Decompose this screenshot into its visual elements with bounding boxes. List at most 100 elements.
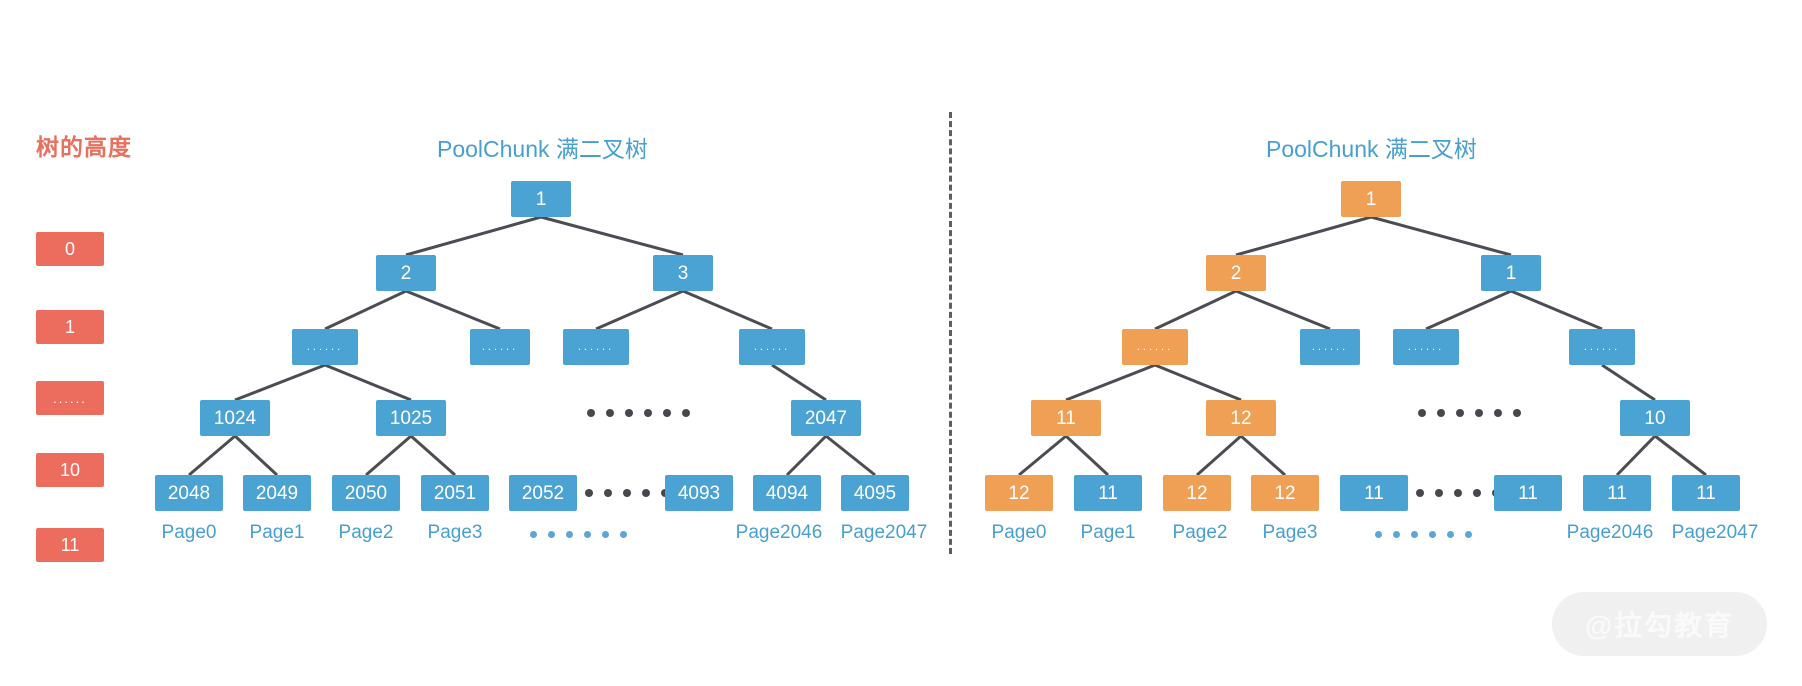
right-tree-edge — [1065, 363, 1156, 402]
left-tree-node: 2048 — [155, 475, 223, 511]
left-tree-edge — [324, 289, 407, 331]
right-tree-page-label: Page3 — [1262, 522, 1318, 543]
tree-height-level-0: 0 — [36, 232, 104, 266]
left-tree-edge — [405, 289, 501, 331]
right-tree-page-label: Page2046 — [1566, 522, 1654, 543]
right-tree-node: 11 — [1031, 400, 1101, 436]
right-tree-edge — [1154, 289, 1237, 331]
left-tree-edge — [682, 289, 773, 331]
right-tree-page-label: Page0 — [991, 522, 1047, 543]
left-tree-node: ...... — [563, 329, 629, 365]
left-tree-page-label: Page0 — [161, 522, 217, 543]
right-tree-page-label: Page2 — [1172, 522, 1228, 543]
left-tree-edge — [405, 215, 542, 257]
left-tree-page-label: Page2047 — [840, 522, 928, 543]
left-tree-node: ...... — [470, 329, 530, 365]
tree-height-level-4: 11 — [36, 528, 104, 562]
right-tree-page-label: Page2047 — [1671, 522, 1759, 543]
ellipsis-label: ...... — [481, 340, 519, 353]
right-tree-edge — [1615, 434, 1657, 477]
tree-height-level-3: 10 — [36, 453, 104, 487]
left-tree-node: 1 — [511, 181, 571, 217]
left-tree-node: 2052 — [509, 475, 577, 511]
right-tree-node: 10 — [1620, 400, 1690, 436]
left-tree-node: 3 — [653, 255, 713, 291]
right-tree-edge — [1240, 434, 1286, 477]
ellipsis-label: ...... — [1136, 340, 1174, 353]
left-tree-node: 2 — [376, 255, 436, 291]
right-tree-node: ...... — [1393, 329, 1459, 365]
left-tree-node: ...... — [739, 329, 805, 365]
left-tree-edge — [771, 363, 827, 402]
right-tree-node: 11 — [1672, 475, 1740, 511]
right-tree-node: 11 — [1074, 475, 1142, 511]
left-tree-edge — [595, 289, 684, 331]
right-tree-node: 12 — [1206, 400, 1276, 436]
left-tree-mid-ellipsis-dots — [587, 409, 690, 417]
left-tree-node: ...... — [292, 329, 358, 365]
ellipsis-label: ...... — [1407, 340, 1445, 353]
right-tree-page-label: Page1 — [1080, 522, 1136, 543]
right-tree-node: ...... — [1569, 329, 1635, 365]
tree-height-level-2: ...... — [36, 381, 104, 415]
left-tree-edge — [324, 363, 412, 402]
right-tree-edge — [1510, 289, 1603, 331]
left-tree-edge — [785, 434, 828, 477]
right-tree-title: PoolChunk 满二叉树 — [1266, 136, 1477, 162]
left-tree-node: 1025 — [376, 400, 446, 436]
left-tree-edge — [365, 434, 412, 477]
tree-height-level-1: 1 — [36, 310, 104, 344]
left-tree-node: 1024 — [200, 400, 270, 436]
right-tree-node: 11 — [1583, 475, 1651, 511]
left-tree-node: 2049 — [243, 475, 311, 511]
right-tree-node: 12 — [1251, 475, 1319, 511]
right-tree-edge — [1235, 215, 1372, 257]
right-tree-page-ellipsis-dots — [1375, 531, 1472, 538]
left-tree-node: 2051 — [421, 475, 489, 511]
right-tree-edge — [1654, 434, 1707, 477]
right-tree-edge — [1601, 363, 1656, 402]
left-tree-page-ellipsis-dots — [530, 531, 627, 538]
panel-divider — [949, 112, 952, 554]
right-tree-edge — [1018, 434, 1067, 477]
ellipsis-label: ...... — [577, 340, 615, 353]
left-tree-edge — [188, 434, 236, 477]
left-tree-edge — [233, 434, 279, 477]
ellipsis-label: ...... — [1311, 340, 1349, 353]
right-tree-edge — [1196, 434, 1242, 477]
right-tree-node: ...... — [1122, 329, 1188, 365]
left-tree-page-label: Page2046 — [735, 522, 823, 543]
left-tree-node: 4094 — [753, 475, 821, 511]
left-tree-edge — [410, 434, 456, 477]
right-tree-node: 1 — [1341, 181, 1401, 217]
left-tree-edge — [540, 215, 684, 257]
left-tree-node: 2050 — [332, 475, 400, 511]
right-tree-edge — [1154, 363, 1242, 402]
tree-height-legend-title: 树的高度 — [36, 134, 132, 160]
left-tree-node: 4093 — [665, 475, 733, 511]
right-tree-edge — [1425, 289, 1512, 331]
right-tree-node: 12 — [1163, 475, 1231, 511]
right-tree-node: ...... — [1300, 329, 1360, 365]
right-tree-node: 12 — [985, 475, 1053, 511]
left-tree-page-label: Page3 — [427, 522, 483, 543]
ellipsis-label: ...... — [753, 340, 791, 353]
right-tree-edge — [1064, 434, 1110, 477]
left-tree-node: 2047 — [791, 400, 861, 436]
right-tree-mid-ellipsis-dots — [1418, 409, 1521, 417]
left-tree-page-label: Page1 — [249, 522, 305, 543]
right-tree-edge — [1235, 289, 1331, 331]
ellipsis-label: ...... — [1583, 340, 1621, 353]
left-tree-title: PoolChunk 满二叉树 — [437, 136, 648, 162]
right-tree-node: 11 — [1494, 475, 1562, 511]
right-tree-edge — [1370, 215, 1512, 257]
right-tree-node: 2 — [1206, 255, 1266, 291]
watermark: @拉勾教育 — [1552, 592, 1767, 656]
left-tree-edge — [234, 363, 326, 402]
left-tree-page-label: Page2 — [338, 522, 394, 543]
right-tree-node: 11 — [1340, 475, 1408, 511]
left-tree-edge — [825, 434, 876, 477]
right-tree-node: 1 — [1481, 255, 1541, 291]
